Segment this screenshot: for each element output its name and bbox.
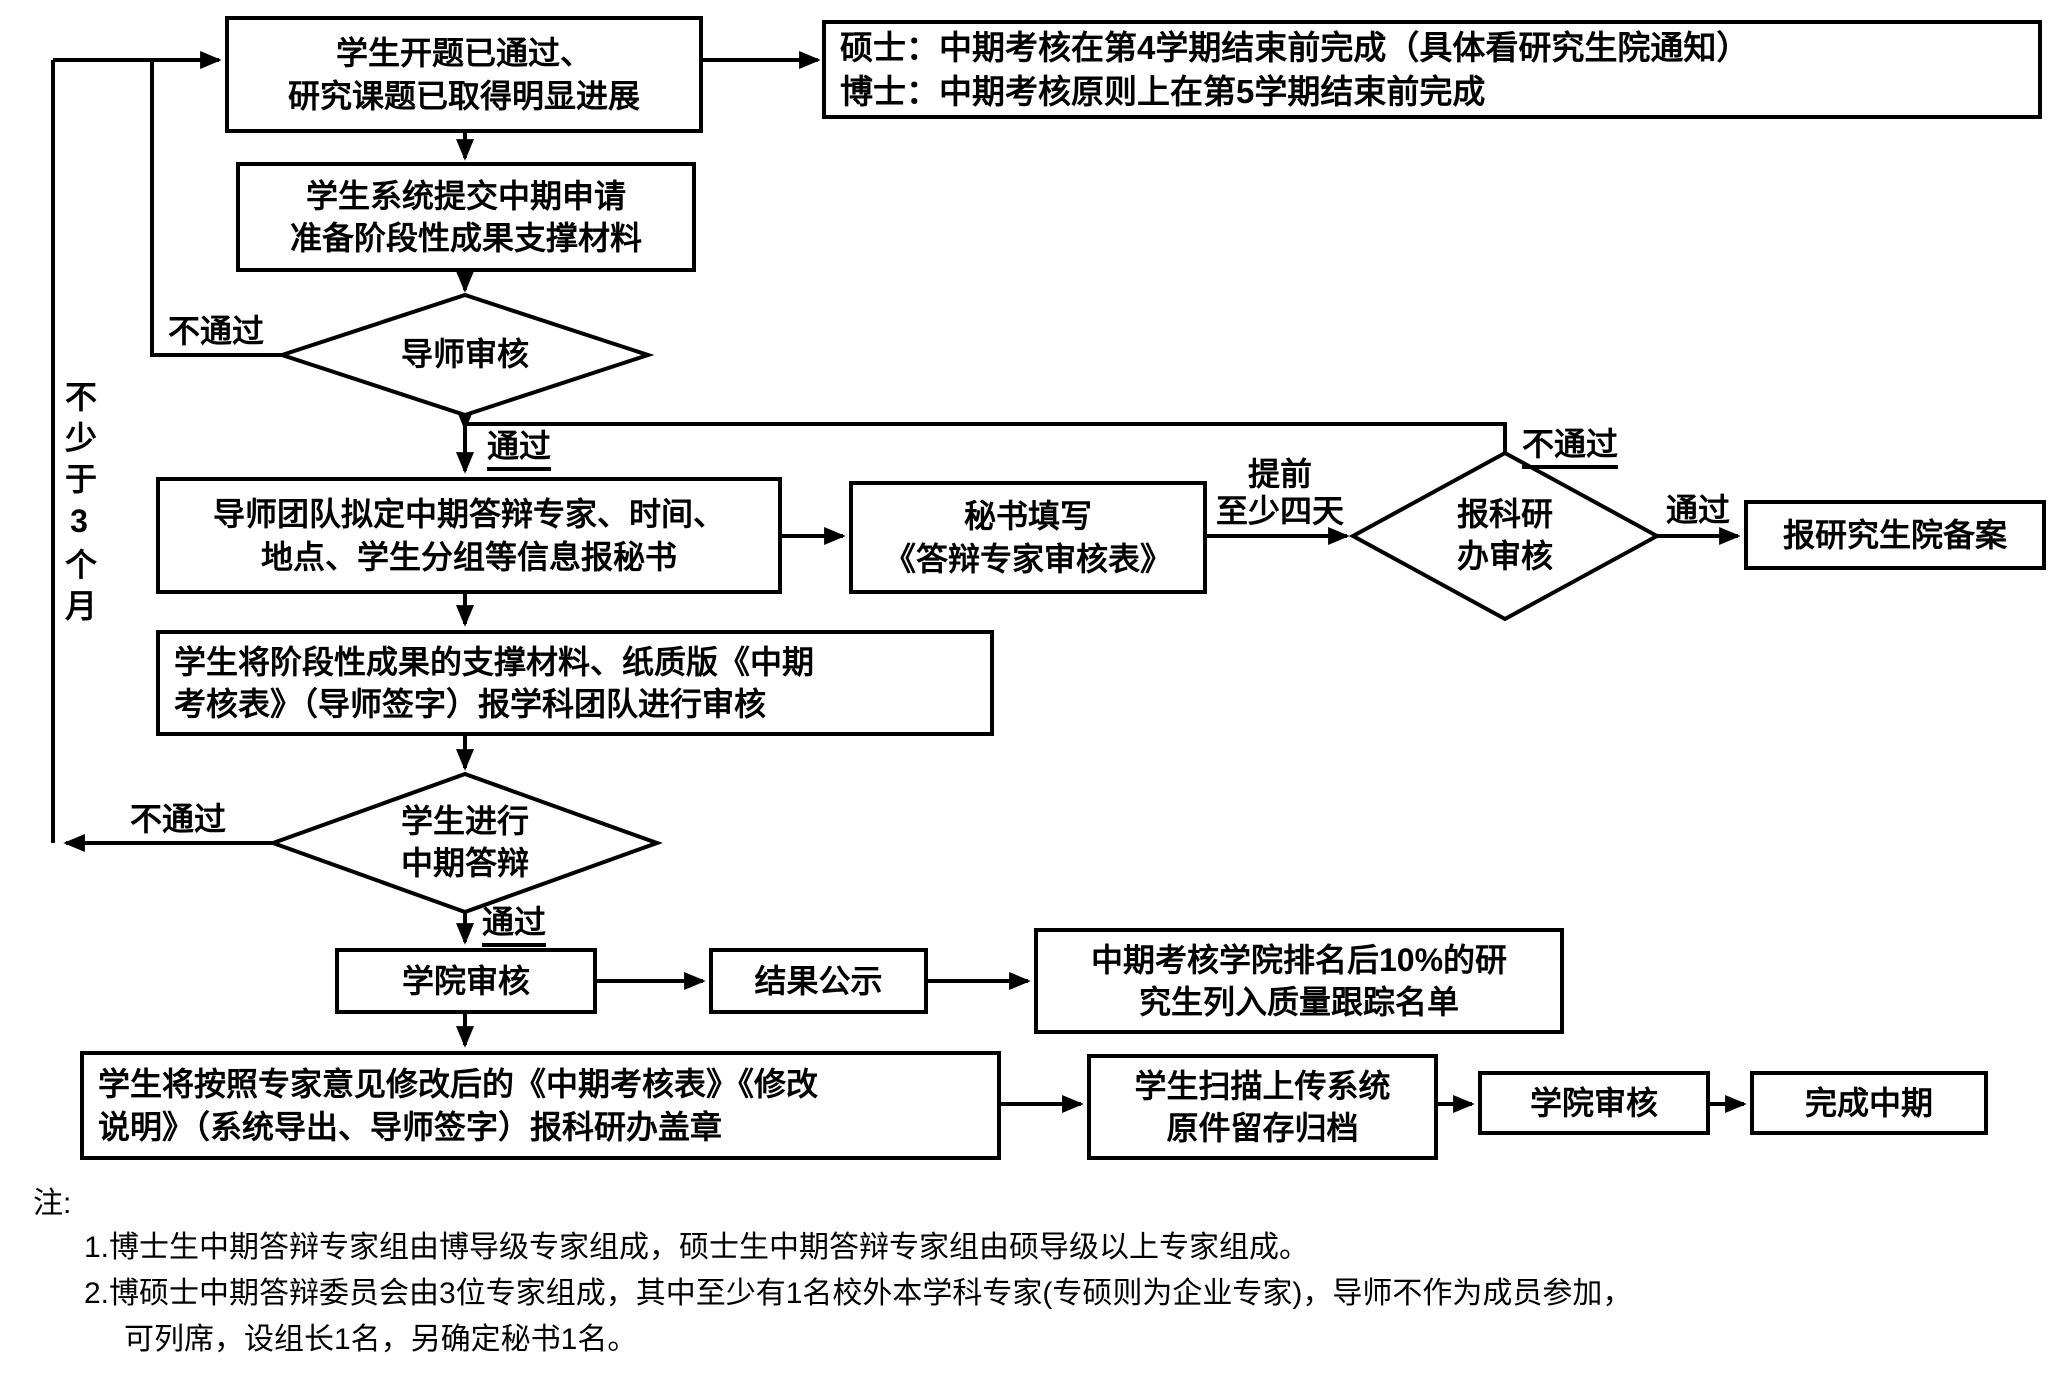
label-supervisor-fail: 不通过: [168, 313, 265, 349]
diamond-midterm-defense: [267, 771, 663, 915]
node-office-stamp: 学生将按照专家意见修改后的《中期考核表》《修改 说明》（系统导出、导师签字）报科…: [80, 1051, 1001, 1160]
node-quality-tracking: 中期考核学院排名后10%的研 究生列入质量跟踪名单: [1034, 928, 1564, 1034]
label-advance-notice: 提前 至少四天: [1215, 456, 1344, 529]
notes-heading: 注:: [33, 1187, 72, 1220]
node-college-review-1: 学院审核: [335, 948, 597, 1014]
diamond-office-review: [1348, 450, 1662, 622]
node-scan-upload: 学生扫描上传系统 原件留存归档: [1087, 1054, 1438, 1160]
node-secretary-form: 秘书填写 《答辩专家审核表》: [849, 481, 1207, 594]
node-grad-school-record: 报研究生院备案: [1744, 500, 2046, 570]
node-team-plan: 导师团队拟定中期答辩专家、时间、 地点、学生分组等信息报秘书: [156, 477, 782, 594]
note-line-3: 可列席，设组长1名，另确定秘书1名。: [124, 1323, 638, 1356]
edge-supervisor-fail: [150, 62, 282, 357]
label-supervisor-review: 导师审核: [400, 336, 529, 373]
node-finish: 完成中期: [1750, 1071, 1988, 1135]
note-line-1: 1.博士生中期答辩专家组由博导级专家组成，硕士生中期答辩专家组由硕导级以上专家组…: [84, 1231, 1310, 1264]
node-college-review-2: 学院审核: [1478, 1071, 1710, 1135]
label-min-interval: 不少于3个月: [61, 380, 97, 630]
label-office-pass: 通过: [1666, 492, 1731, 528]
label-office-fail: 不通过: [1522, 426, 1619, 469]
node-submit-application: 学生系统提交中期申请 准备阶段性成果支撑材料: [236, 162, 696, 272]
node-materials-to-team: 学生将阶段性成果的支撑材料、纸质版《中期 考核表》（导师签字）报学科团队进行审核: [156, 630, 994, 736]
node-start: 学生开题已通过、 研究课题已取得明显进展: [225, 16, 703, 133]
label-midterm-defense: 学生进行 中期答辩: [400, 803, 529, 881]
label-defense-fail: 不通过: [130, 801, 227, 837]
diamond-supervisor-review: [275, 292, 655, 418]
node-deadline-info: 硕士：中期考核在第4学期结束前完成（具体看研究生院通知） 博士：中期考核原则上在…: [822, 20, 2042, 119]
edge-office-fail-return: [456, 409, 1507, 453]
note-line-2: 2.博硕士中期答辩委员会由3位专家组成，其中至少有1名校外本学科专家(专硕则为企…: [84, 1277, 1633, 1310]
node-result-publicity: 结果公示: [709, 948, 928, 1014]
label-supervisor-pass: 通过: [487, 428, 552, 471]
label-office-review: 报科研 办审核: [1456, 496, 1553, 574]
label-defense-pass: 通过: [482, 904, 547, 947]
